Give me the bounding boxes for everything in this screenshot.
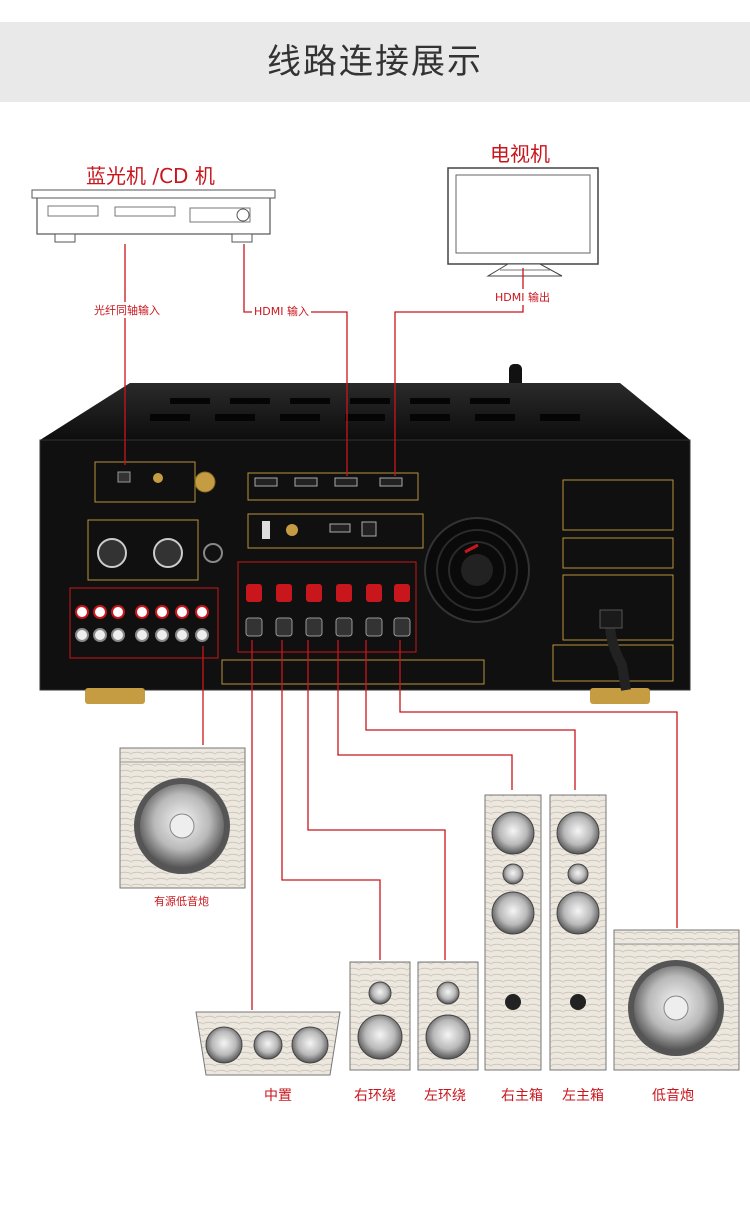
bluray-player [31,189,276,243]
page-title: 线路连接展示 [267,42,483,82]
header-bar: 线路连接展示 [0,22,750,102]
hdmi-input-label: HDMI 输入 [252,303,311,319]
amplifier [39,364,691,704]
right-surround-label: 右环绕 [354,1088,396,1104]
subwoofer-label: 低音炮 [652,1088,694,1104]
subwoofer-speaker [613,929,740,1071]
left-surround-speaker [417,961,479,1071]
right-main-speaker [484,794,542,1071]
left-main-label: 左主箱 [562,1088,604,1104]
tv-label: 电视机 [490,142,550,166]
left-surround-label: 左环绕 [424,1088,466,1104]
hdmi-output-label: HDMI 输出 [493,289,552,305]
active-subwoofer [119,747,246,889]
left-main-speaker [549,794,607,1071]
active-subwoofer-label: 有源低音炮 [152,893,211,909]
center-speaker [195,1011,341,1076]
tv-set [447,167,599,277]
right-main-label: 右主箱 [501,1088,543,1104]
optical-input-label: 光纤同轴输入 [92,302,162,318]
right-surround-speaker [349,961,411,1071]
center-label: 中置 [264,1088,292,1104]
bluray-label: 蓝光机 /CD 机 [86,164,215,188]
